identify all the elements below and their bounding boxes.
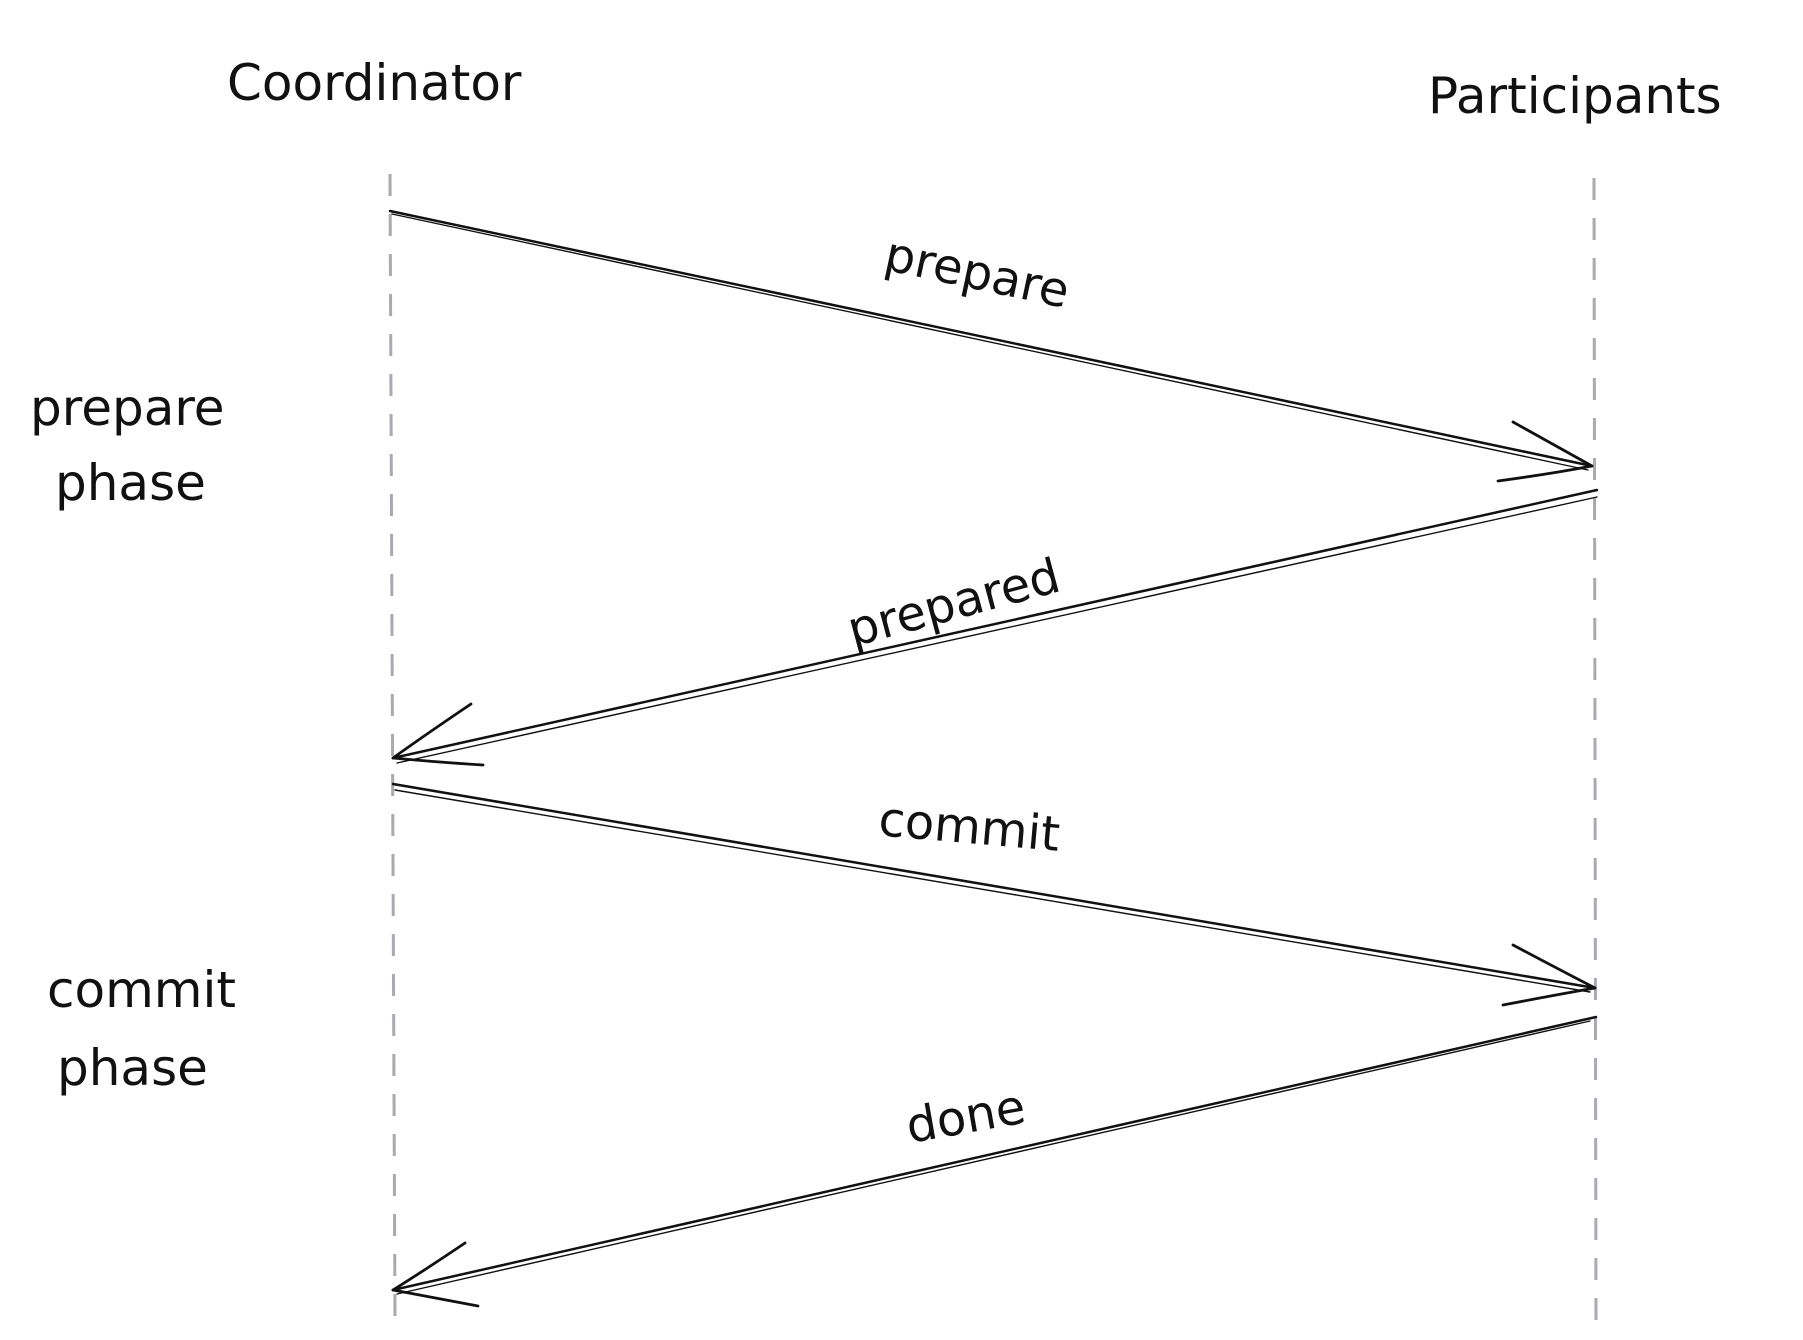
actor-label-coordinator: Coordinator (227, 54, 522, 112)
message-done: done (391, 1015, 1598, 1308)
phase-label-commit-line1: commit (47, 961, 236, 1019)
message-prepare-label: prepare (880, 226, 1074, 320)
message-prepared-line (391, 488, 1599, 760)
message-done-line (391, 1015, 1598, 1292)
message-commit-arrowhead-lower (1501, 986, 1597, 1007)
message-done-arrowhead-upper (391, 1241, 467, 1292)
message-prepared: prepared (391, 488, 1599, 767)
message-prepared-arrowhead-lower (391, 756, 485, 767)
phase-label-commit-line2: phase (57, 1039, 208, 1097)
actor-label-participants: Participants (1428, 67, 1722, 125)
message-prepare-arrowhead-upper (1511, 420, 1594, 468)
message-prepared-arrowhead-upper (391, 702, 473, 760)
message-prepare-arrowhead-lower (1496, 464, 1594, 483)
message-prepare-line (388, 209, 1594, 468)
message-done-label: done (902, 1079, 1030, 1155)
message-commit: commit (391, 782, 1597, 1007)
phase-label-prepare-line2: phase (55, 454, 206, 512)
message-done-arrowhead-lower (391, 1288, 480, 1308)
phase-label-prepare-line1: prepare (30, 379, 225, 437)
message-commit-line (391, 782, 1597, 990)
lifeline-coordinator (388, 173, 397, 1321)
message-done-line-stroke (396, 1020, 1591, 1295)
message-prepare-line-stroke (391, 213, 1589, 471)
message-commit-arrowhead-upper (1511, 943, 1597, 990)
message-commit-label: commit (876, 791, 1062, 863)
message-prepared-label: prepared (842, 548, 1066, 658)
message-prepare: prepare (388, 209, 1594, 483)
message-prepared-line-stroke (396, 496, 1598, 764)
message-commit-line-stroke (394, 789, 1591, 993)
lifeline-participants (1592, 177, 1598, 1321)
